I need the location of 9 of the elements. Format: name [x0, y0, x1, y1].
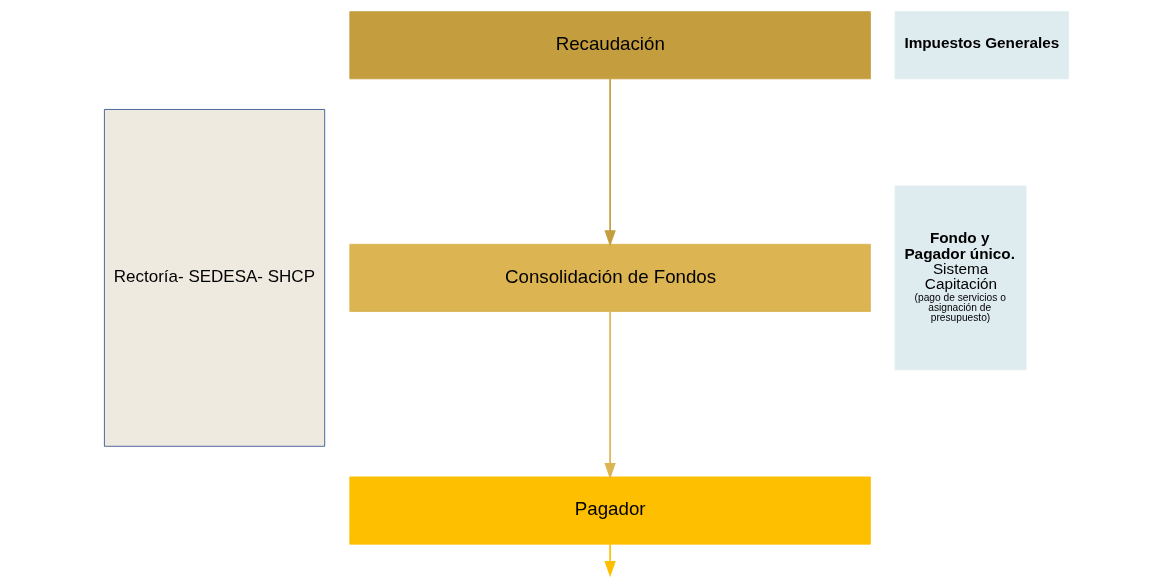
node-box: Impuestos Generales [894, 11, 1069, 80]
node-box: Pagador [348, 476, 871, 545]
node-box: Fondo y Pagador único. Sistema Capitación (pago de servicios o asignación de presupuesto) [894, 185, 1026, 371]
node-box: Rectoría- SEDESA- SHCP [103, 109, 325, 447]
node-box: Recaudación [348, 11, 871, 80]
node-box: Consolidación de Fondos [348, 243, 871, 312]
arrow [603, 543, 616, 578]
arrow [603, 78, 616, 247]
arrow [603, 310, 616, 480]
